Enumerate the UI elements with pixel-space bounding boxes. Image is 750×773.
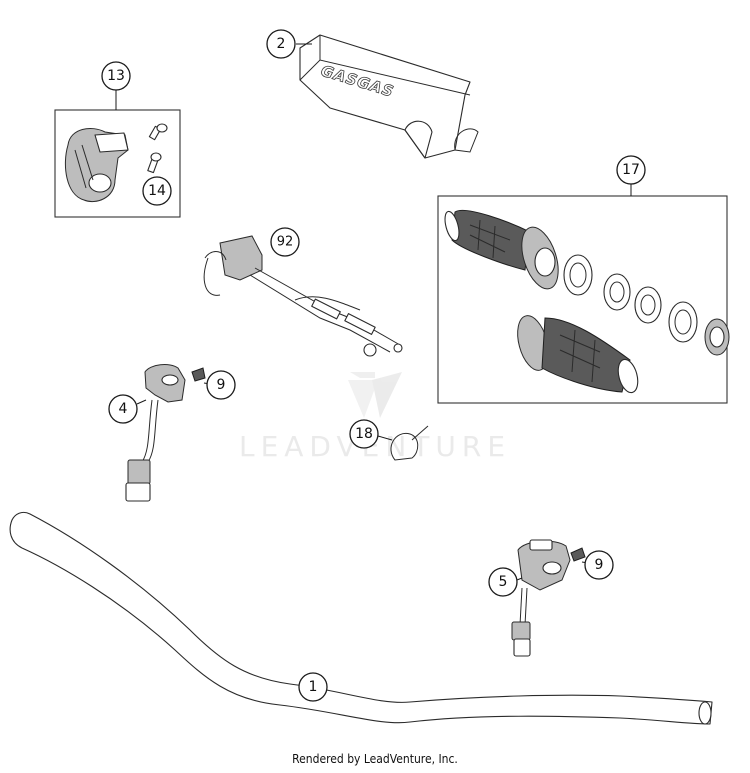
svg-text:4: 4: [119, 401, 128, 417]
clamp-bolt-lower[interactable]: [147, 152, 162, 174]
callout-14: 14: [142, 176, 172, 206]
grip-cam-rings[interactable]: [563, 254, 730, 356]
cable-tie[interactable]: [390, 425, 429, 461]
right-switch-screw[interactable]: [570, 547, 586, 562]
callout-9-right: 9: [584, 550, 614, 580]
svg-text:9: 9: [217, 377, 226, 393]
svg-text:9: 9: [595, 557, 604, 573]
svg-text:17: 17: [622, 162, 640, 178]
callout-18: 18: [349, 419, 379, 449]
left-switch-screw[interactable]: [191, 367, 206, 382]
callout-9-left: 9: [206, 370, 236, 400]
handlebar-clamp[interactable]: [64, 128, 129, 203]
svg-text:1: 1: [309, 679, 318, 695]
left-grip[interactable]: [442, 209, 565, 293]
right-handlebar-switch[interactable]: [511, 539, 571, 657]
svg-text:92: 92: [277, 235, 294, 250]
handlebar-pad[interactable]: GASGAS: [299, 34, 479, 159]
right-grip[interactable]: [512, 312, 641, 394]
svg-text:13: 13: [107, 68, 125, 84]
callout-4: 4: [108, 394, 138, 424]
callout-2: 2: [266, 29, 296, 59]
svg-text:14: 14: [148, 183, 166, 199]
footer-credit: Rendered by LeadVenture, Inc.: [292, 752, 458, 766]
grip-set-frame: [437, 195, 728, 404]
svg-text:5: 5: [499, 574, 508, 590]
handlebar[interactable]: [9, 511, 713, 725]
clamp-kit-frame: [54, 109, 181, 218]
callout-92: 92: [270, 227, 300, 257]
svg-text:2: 2: [277, 36, 286, 52]
callout-17: 17: [616, 155, 646, 185]
clamp-bolt-upper[interactable]: [148, 123, 168, 141]
callout-1: 1: [298, 672, 328, 702]
callout-5: 5: [488, 567, 518, 597]
watermark: LEADVENTURE: [239, 372, 505, 463]
callout-13: 13: [101, 61, 131, 91]
left-handlebar-switch[interactable]: [125, 364, 186, 502]
throttle-cable-set[interactable]: [203, 235, 403, 357]
svg-text:18: 18: [355, 426, 373, 442]
